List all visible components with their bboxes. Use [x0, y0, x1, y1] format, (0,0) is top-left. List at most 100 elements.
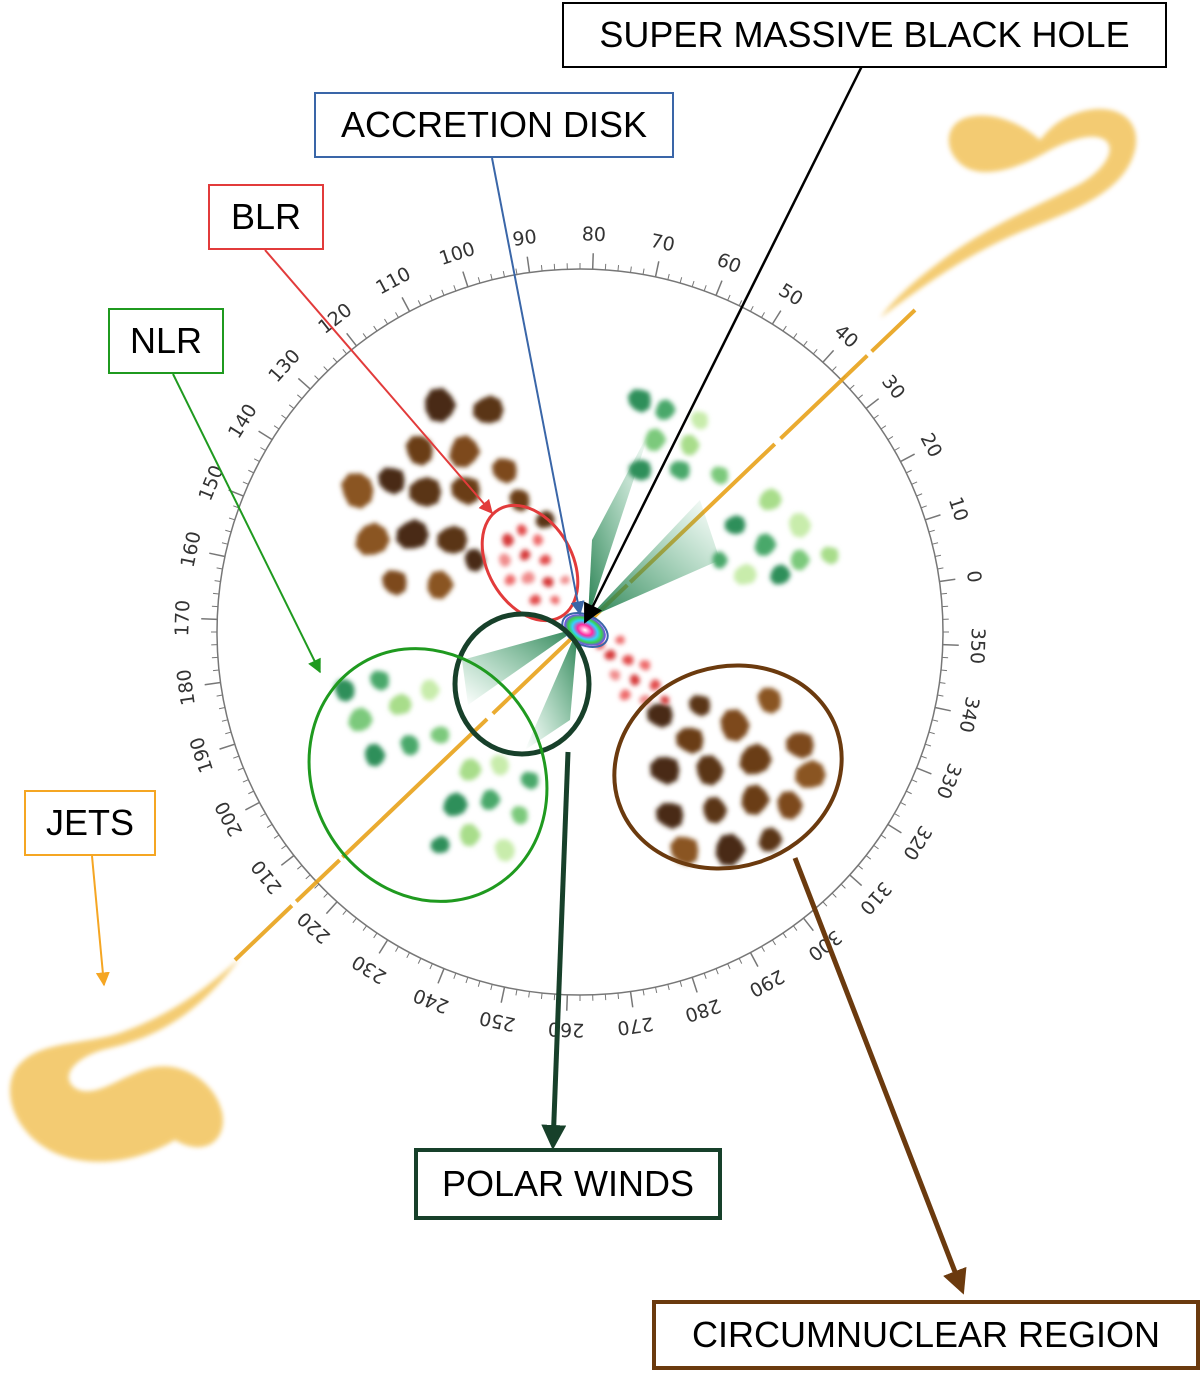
dial-tick — [631, 267, 632, 273]
dial-tick — [858, 865, 863, 869]
dial-tick — [248, 791, 253, 794]
dial-tick — [921, 506, 927, 508]
label-blr: BLR — [208, 184, 324, 250]
dial-tick — [832, 367, 836, 371]
label-polar-winds: POLAR WINDS — [414, 1148, 722, 1220]
nlr-cloud — [389, 694, 412, 715]
dial-tick — [324, 893, 328, 897]
dial-tick — [217, 695, 223, 696]
dial-tick — [692, 977, 697, 992]
dial-tick — [881, 426, 886, 429]
nlr-cloud — [460, 824, 481, 847]
dial-tick — [823, 902, 827, 906]
circumnuclear-cloud — [656, 803, 684, 829]
blr-cloud — [539, 554, 551, 565]
circumnuclear-cloud — [396, 519, 429, 549]
dial-tick — [762, 946, 765, 951]
dial-tick — [939, 683, 945, 684]
dial-tick — [442, 290, 444, 296]
dial-tick — [680, 981, 682, 987]
blr-cloud — [499, 554, 511, 567]
blr-cloud — [529, 594, 541, 605]
dial-tick — [912, 780, 917, 782]
dial-tick — [750, 306, 753, 311]
circumnuclear-cloud — [786, 733, 814, 759]
dial-tick — [315, 376, 319, 380]
ionization-cone-upper — [588, 430, 720, 618]
dial-tick — [363, 926, 367, 931]
nlr-cloud — [791, 550, 810, 571]
dial-tick — [803, 918, 813, 931]
dial-tick — [213, 593, 219, 594]
dial-tick — [281, 415, 286, 419]
dial-tick — [343, 910, 347, 915]
dial-tick — [254, 459, 259, 462]
dial-tick — [668, 984, 669, 990]
dial-tick — [925, 744, 931, 746]
dial-tick — [618, 993, 619, 999]
dial-tick — [297, 865, 302, 869]
circumnuclear-cloud — [650, 757, 680, 785]
dial-tick — [941, 670, 947, 671]
dial-tick — [937, 695, 943, 696]
dial-tick — [874, 845, 879, 849]
dial-tick — [716, 281, 722, 296]
blr-clouds-upper — [499, 525, 570, 605]
dial-tick — [772, 311, 780, 325]
dial-label: 310 — [855, 877, 896, 919]
dial-tick — [363, 333, 367, 338]
dial-tick — [209, 553, 225, 556]
circumnuclear-cloud — [795, 760, 826, 788]
blr-cloud — [560, 575, 570, 584]
dial-tick — [353, 918, 357, 923]
dial-tick — [912, 482, 917, 484]
dial-tick — [491, 274, 492, 280]
circumnuclear-cloud — [492, 458, 517, 483]
dial-tick — [324, 367, 328, 371]
dial-tick — [750, 953, 758, 967]
nlr-cloud — [759, 488, 782, 510]
label-circumnuclear-region: CIRCUMNUCLEAR REGION — [652, 1300, 1200, 1370]
blr-cloud — [550, 596, 559, 605]
dial-tick — [260, 814, 265, 817]
dial-tick — [374, 326, 377, 331]
dial-tick — [516, 269, 517, 275]
dial-tick — [832, 893, 836, 897]
nlr-cloud — [734, 564, 757, 585]
dial-tick — [501, 987, 504, 1003]
dial-tick — [407, 953, 410, 958]
nlr-cloud — [691, 412, 708, 430]
dial-tick — [205, 683, 221, 685]
circumnuclear-cloud — [409, 477, 441, 507]
dial-tick — [233, 756, 239, 758]
dial-tick — [418, 958, 421, 963]
blr-cloud — [639, 660, 650, 671]
dial-tick — [935, 707, 951, 710]
dial-tick — [260, 448, 265, 451]
dial-label: 200 — [211, 797, 247, 839]
nlr-cloud — [480, 789, 500, 810]
dial-tick — [935, 555, 941, 556]
dial-tick — [243, 780, 248, 782]
dial-tick — [941, 593, 947, 594]
blr-cloud — [630, 674, 640, 685]
circumnuclear-arrow — [795, 858, 962, 1290]
dial-tick — [894, 448, 899, 451]
nlr-cloud — [400, 735, 419, 756]
dial-tick — [343, 349, 347, 354]
circumnuclear-cloud — [473, 395, 504, 423]
dial-tick — [438, 969, 444, 984]
dial-tick — [631, 991, 633, 1007]
dial-label: 100 — [437, 238, 478, 270]
dial-tick — [379, 940, 387, 954]
dial-label: 20 — [916, 430, 947, 462]
nlr-cloud — [431, 726, 450, 744]
dial-tick — [529, 991, 530, 997]
dial-tick — [454, 285, 456, 291]
nlr-cloud — [459, 758, 482, 780]
dial-tick — [704, 973, 706, 979]
dial-tick — [739, 300, 742, 305]
nlr-cloud — [494, 839, 515, 862]
dial-tick — [716, 969, 718, 975]
dial-tick — [213, 670, 219, 671]
